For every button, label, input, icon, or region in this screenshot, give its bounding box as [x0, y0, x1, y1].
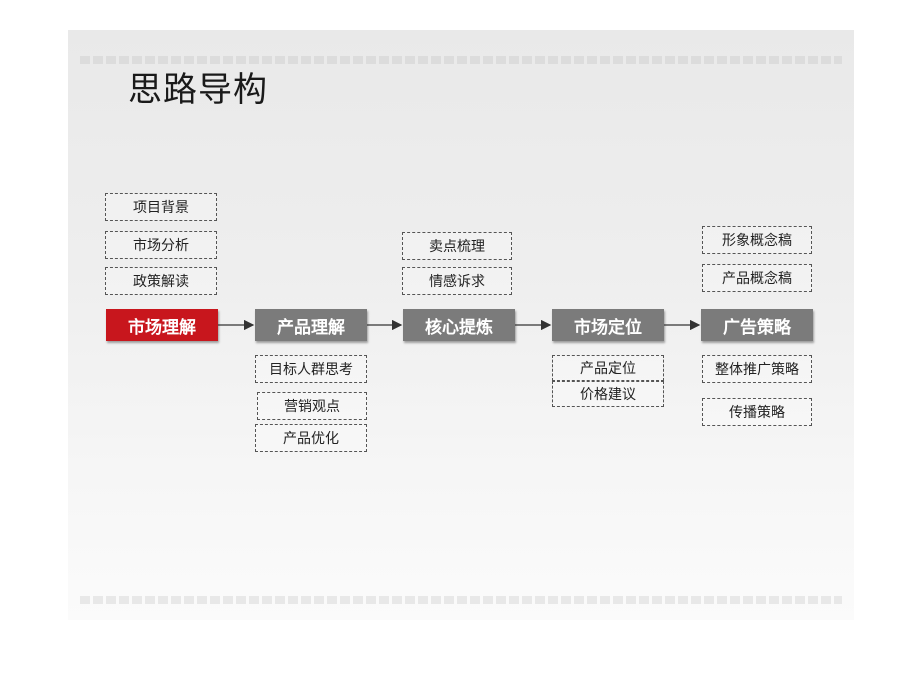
stage-box-core-extraction: 核心提炼 — [403, 309, 515, 341]
stage-box-market-positioning: 市场定位 — [552, 309, 664, 341]
label-box: 卖点梳理 — [402, 232, 512, 260]
label-box: 情感诉求 — [402, 267, 512, 295]
label-box: 价格建议 — [552, 381, 664, 407]
label-box: 整体推广策略 — [702, 355, 812, 383]
label-box: 营销观点 — [257, 392, 367, 420]
stage-box-market-understanding: 市场理解 — [106, 309, 218, 341]
stage-box-product-understanding: 产品理解 — [255, 309, 367, 341]
stage-box-ad-strategy: 广告策略 — [701, 309, 813, 341]
fret-border-top — [80, 56, 842, 64]
label-box: 目标人群思考 — [255, 355, 367, 383]
label-box: 政策解读 — [105, 267, 217, 295]
label-box: 形象概念稿 — [702, 226, 812, 254]
label-box: 产品优化 — [255, 424, 367, 452]
label-box: 产品定位 — [552, 355, 664, 381]
label-box: 传播策略 — [702, 398, 812, 426]
page-title: 思路导构 — [128, 70, 268, 110]
label-box: 项目背景 — [105, 193, 217, 221]
label-box: 市场分析 — [105, 231, 217, 259]
fret-border-bottom — [80, 596, 842, 604]
label-box: 产品概念稿 — [702, 264, 812, 292]
